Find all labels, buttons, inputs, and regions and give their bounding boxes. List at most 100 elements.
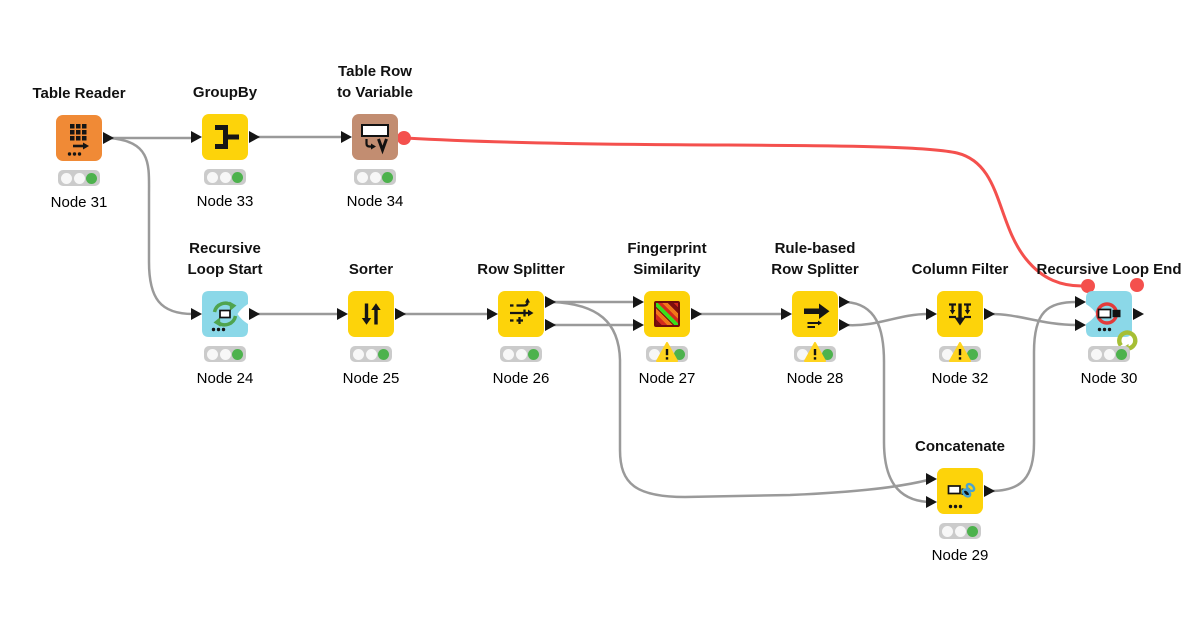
wire-node34-node30-flow-variable[interactable] bbox=[404, 136, 1083, 288]
node-column-filter[interactable]: Column Filter Node 32 bbox=[912, 261, 1009, 387]
status-traffic-light bbox=[939, 523, 981, 539]
node-title: Column Filter bbox=[911, 261, 1009, 278]
node-label: Node 32 bbox=[931, 370, 989, 387]
input-port-top[interactable] bbox=[926, 472, 937, 485]
input-port-bottom[interactable] bbox=[633, 318, 644, 331]
node-sorter[interactable]: Sorter Node 25 bbox=[337, 261, 406, 387]
input-port-top[interactable] bbox=[633, 295, 644, 308]
warning-icon bbox=[949, 342, 971, 362]
recursive-loop-end-icon[interactable] bbox=[1086, 291, 1132, 337]
status-traffic-light bbox=[354, 169, 396, 185]
output-port-top[interactable] bbox=[545, 295, 556, 308]
concatenate-glyph bbox=[947, 482, 976, 509]
input-port-top[interactable] bbox=[1075, 295, 1086, 308]
rule-based-row-splitter-glyph bbox=[804, 303, 830, 328]
wire-node28-node29[interactable] bbox=[845, 300, 929, 504]
node-title: Sorter bbox=[348, 261, 394, 278]
input-port[interactable] bbox=[191, 130, 202, 143]
sorter-icon[interactable] bbox=[348, 291, 394, 337]
node-label: Node 26 bbox=[492, 370, 550, 387]
node-title: Recursive Loop End bbox=[1036, 261, 1182, 278]
node-recursive-loop-start[interactable]: Recursive Loop Start Node 24 bbox=[188, 240, 263, 387]
node-rule-based-row-splitter[interactable]: Rule-based Row Splitter Node 28 bbox=[771, 240, 859, 387]
status-traffic-light bbox=[794, 342, 836, 362]
output-port-bottom[interactable] bbox=[545, 318, 556, 331]
status-traffic-light bbox=[350, 346, 392, 362]
input-port-bottom[interactable] bbox=[1075, 318, 1086, 331]
node-fingerprint-similarity[interactable]: Fingerprint Similarity Node 27 bbox=[627, 240, 706, 387]
table-row-to-variable-icon[interactable] bbox=[352, 114, 398, 160]
groupby-glyph bbox=[215, 125, 239, 149]
status-traffic-light bbox=[1088, 346, 1130, 362]
column-filter-icon[interactable] bbox=[937, 291, 983, 337]
output-port[interactable] bbox=[249, 130, 260, 143]
output-port[interactable] bbox=[691, 307, 702, 320]
warning-icon bbox=[804, 342, 826, 362]
wire-node28-node32[interactable] bbox=[845, 312, 929, 327]
fingerprint-similarity-icon[interactable] bbox=[644, 291, 690, 337]
node-groupby[interactable]: GroupBy Node 33 bbox=[191, 84, 260, 210]
rule-based-row-splitter-icon[interactable] bbox=[792, 291, 838, 337]
groupby-icon[interactable] bbox=[202, 114, 248, 160]
node-title: Row Splitter bbox=[477, 261, 565, 278]
node-label: Node 31 bbox=[50, 194, 108, 211]
node-label: Node 30 bbox=[1080, 370, 1138, 387]
node-title: Rule-based Row Splitter bbox=[771, 240, 859, 278]
wire-node29-node30[interactable] bbox=[990, 300, 1078, 493]
node-label: Node 33 bbox=[196, 193, 254, 210]
fingerprint-similarity-glyph bbox=[654, 301, 680, 327]
flow-variable-port[interactable] bbox=[397, 131, 411, 145]
node-label: Node 27 bbox=[638, 370, 696, 387]
input-port[interactable] bbox=[191, 307, 202, 320]
row-splitter-icon[interactable] bbox=[498, 291, 544, 337]
output-port-bottom[interactable] bbox=[839, 318, 850, 331]
node-row-splitter[interactable]: Row Splitter Node 26 bbox=[477, 261, 565, 387]
input-port-bottom[interactable] bbox=[926, 495, 937, 508]
node-label: Node 25 bbox=[342, 370, 400, 387]
status-traffic-light bbox=[939, 342, 981, 362]
input-port[interactable] bbox=[926, 307, 937, 320]
warning-icon bbox=[656, 342, 678, 362]
output-port[interactable] bbox=[249, 307, 260, 320]
node-title: Table Row to Variable bbox=[337, 63, 413, 101]
node-recursive-loop-end[interactable]: Recursive Loop End Node 30 bbox=[1036, 261, 1181, 387]
output-port[interactable] bbox=[103, 131, 114, 144]
input-port[interactable] bbox=[341, 130, 352, 143]
node-label: Node 24 bbox=[196, 370, 254, 387]
status-traffic-light bbox=[204, 169, 246, 185]
table-reader-icon[interactable] bbox=[56, 115, 102, 161]
node-concatenate[interactable]: Concatenate Node 29 bbox=[915, 438, 1005, 564]
node-label: Node 28 bbox=[786, 370, 844, 387]
input-port[interactable] bbox=[487, 307, 498, 320]
row-splitter-glyph bbox=[510, 298, 534, 324]
concatenate-icon[interactable] bbox=[937, 468, 983, 514]
output-port-top[interactable] bbox=[839, 295, 850, 308]
output-port[interactable] bbox=[984, 484, 995, 497]
node-title: Fingerprint Similarity bbox=[627, 240, 707, 278]
node-title: Concatenate bbox=[914, 438, 1006, 455]
recursive-loop-start-icon[interactable] bbox=[202, 291, 248, 337]
output-port[interactable] bbox=[1133, 307, 1144, 320]
flow-variable-port[interactable] bbox=[1130, 278, 1144, 292]
wire-node31-node24[interactable] bbox=[109, 136, 194, 316]
sorter-glyph bbox=[361, 303, 381, 325]
output-port[interactable] bbox=[395, 307, 406, 320]
node-table-row-to-variable[interactable]: Table Row to Variable Node 34 bbox=[337, 63, 413, 210]
node-table-reader[interactable]: Table Reader Node 31 bbox=[32, 85, 125, 211]
node-title: Table Reader bbox=[32, 85, 126, 102]
table-row-to-variable-glyph bbox=[361, 124, 389, 155]
node-title: GroupBy bbox=[192, 84, 258, 101]
output-port[interactable] bbox=[984, 307, 995, 320]
input-port[interactable] bbox=[781, 307, 792, 320]
wire-node32-node30[interactable] bbox=[990, 312, 1078, 327]
status-traffic-light bbox=[204, 346, 246, 362]
wire-node26-node29[interactable] bbox=[551, 300, 929, 499]
input-port[interactable] bbox=[337, 307, 348, 320]
table-reader-glyph bbox=[67, 124, 89, 156]
status-traffic-light bbox=[58, 170, 100, 186]
column-filter-glyph bbox=[949, 303, 971, 326]
node-label: Node 34 bbox=[346, 193, 404, 210]
flow-variable-port[interactable] bbox=[1081, 279, 1095, 293]
